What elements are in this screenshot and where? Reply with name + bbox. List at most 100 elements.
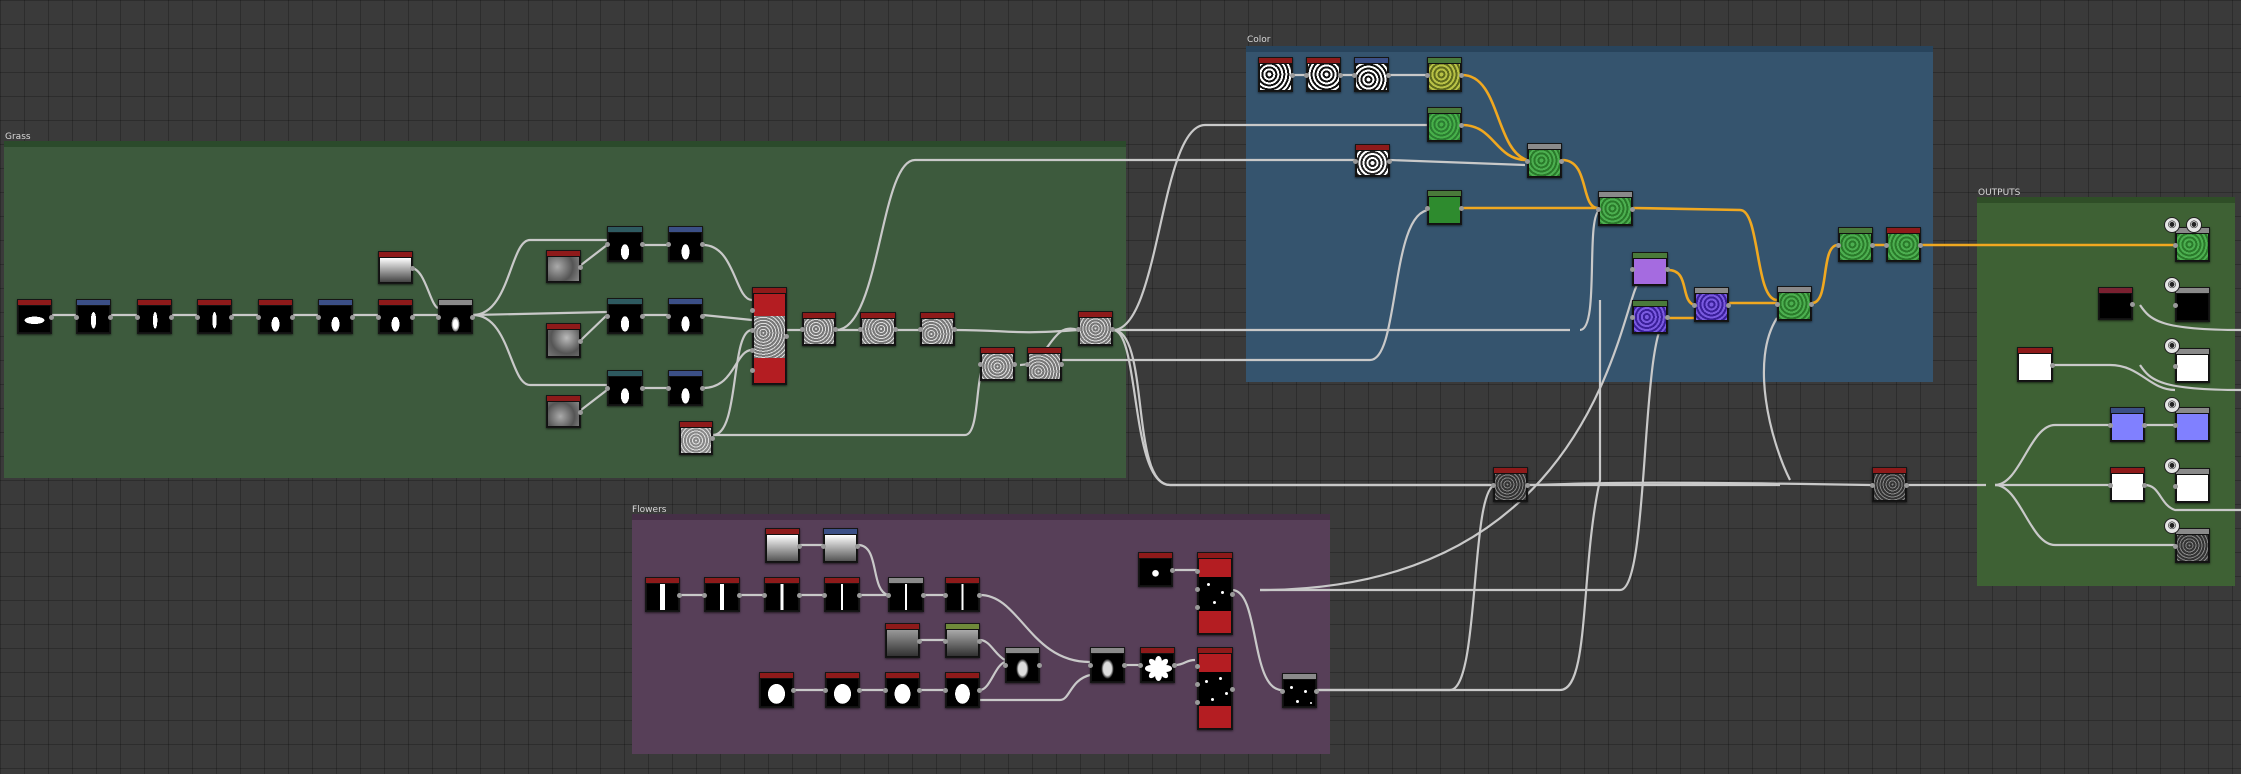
input-port[interactable] xyxy=(978,362,983,367)
node-shape-petal[interactable] xyxy=(883,672,922,708)
node-scatter[interactable] xyxy=(750,287,789,385)
input-port[interactable] xyxy=(886,592,891,598)
input-port[interactable] xyxy=(74,314,79,320)
output-port[interactable] xyxy=(1290,72,1295,78)
output-port[interactable] xyxy=(1387,158,1392,164)
wire-selected[interactable] xyxy=(1561,158,1599,210)
node-noise-texture[interactable] xyxy=(978,347,1017,381)
node-warp-tint[interactable] xyxy=(605,226,645,262)
node-blend-petal[interactable] xyxy=(1003,647,1042,683)
node-noise[interactable] xyxy=(546,250,583,283)
input-port[interactable] xyxy=(1425,205,1430,211)
output-port[interactable] xyxy=(700,314,705,319)
output-port[interactable] xyxy=(578,409,583,415)
output-normal-node[interactable] xyxy=(2173,407,2210,442)
output-icon[interactable]: ◉ xyxy=(2164,217,2180,233)
node-noise-dark[interactable] xyxy=(1870,467,1909,502)
output-port[interactable] xyxy=(857,688,862,693)
output-port[interactable] xyxy=(1525,482,1530,488)
wire[interactable] xyxy=(1260,316,1669,592)
node-color-yellow[interactable] xyxy=(1425,57,1464,92)
node-color-white[interactable] xyxy=(2017,347,2055,382)
input-port[interactable] xyxy=(436,314,441,320)
input-port[interactable] xyxy=(750,308,755,313)
node-levels-petal[interactable] xyxy=(1088,647,1127,683)
output-port[interactable] xyxy=(578,264,583,270)
wire[interactable] xyxy=(2144,483,2241,512)
output-port[interactable] xyxy=(1122,663,1127,668)
output-port[interactable] xyxy=(290,314,295,320)
output-port[interactable] xyxy=(791,688,796,693)
input-port[interactable] xyxy=(943,688,948,693)
node-scatter-flowers[interactable] xyxy=(1195,647,1235,730)
node-gradient-tinted[interactable] xyxy=(943,623,982,658)
output-port[interactable] xyxy=(857,592,862,598)
output-port[interactable] xyxy=(640,386,645,391)
output-port[interactable] xyxy=(952,327,957,332)
node-gradient[interactable] xyxy=(378,251,415,284)
output-port[interactable] xyxy=(1037,663,1042,668)
output-port[interactable] xyxy=(737,592,742,598)
output-port[interactable] xyxy=(1170,567,1175,573)
wire[interactable] xyxy=(835,158,1355,332)
node-sharpen-green[interactable] xyxy=(1884,227,1923,262)
input-port[interactable] xyxy=(1352,72,1357,78)
output-port[interactable] xyxy=(1559,158,1564,164)
node-color-black[interactable] xyxy=(2098,287,2135,320)
input-port[interactable] xyxy=(858,327,863,332)
input-port[interactable] xyxy=(883,688,888,693)
input-port[interactable] xyxy=(1692,302,1697,308)
output-port[interactable] xyxy=(855,543,860,549)
output-port[interactable] xyxy=(2130,301,2135,307)
input-port[interactable] xyxy=(1884,242,1889,248)
input-port[interactable] xyxy=(666,242,671,247)
wire[interactable] xyxy=(702,243,753,302)
output-port[interactable] xyxy=(977,638,982,644)
input-port[interactable] xyxy=(821,543,826,549)
wire[interactable] xyxy=(1317,483,1496,692)
wire[interactable] xyxy=(472,310,608,317)
node-transform[interactable] xyxy=(74,299,113,334)
output-port[interactable] xyxy=(1870,242,1875,248)
wire[interactable] xyxy=(712,328,753,437)
node-warp-tint[interactable] xyxy=(605,370,645,406)
input-port[interactable] xyxy=(2173,363,2178,369)
output-port[interactable] xyxy=(1904,482,1909,488)
node-blend-green[interactable] xyxy=(1775,286,1814,321)
frame-flowers-bar[interactable] xyxy=(632,514,1330,520)
output-port[interactable] xyxy=(677,592,682,598)
output-port[interactable] xyxy=(578,338,583,344)
output-port[interactable] xyxy=(1918,242,1923,248)
wire[interactable] xyxy=(1231,588,1283,692)
output-port[interactable] xyxy=(1230,591,1235,597)
input-port[interactable] xyxy=(823,688,828,693)
output-port[interactable] xyxy=(700,386,705,391)
input-port[interactable] xyxy=(1195,605,1200,610)
node-scatter-flowers[interactable] xyxy=(1195,552,1235,635)
wire[interactable] xyxy=(580,244,608,411)
node-mask[interactable] xyxy=(1258,57,1295,92)
node-noise-texture[interactable] xyxy=(800,312,838,346)
input-port[interactable] xyxy=(376,314,381,320)
node-blend-indigo[interactable] xyxy=(1692,287,1731,322)
input-port[interactable] xyxy=(1025,362,1030,367)
node-gradient[interactable] xyxy=(765,528,802,563)
node-shape-petal[interactable] xyxy=(823,672,862,708)
output-port[interactable] xyxy=(700,242,705,247)
node-noise-texture[interactable] xyxy=(858,312,898,346)
output-port[interactable] xyxy=(1726,302,1731,308)
input-port[interactable] xyxy=(316,314,321,320)
output-icon[interactable]: ◉ xyxy=(2164,338,2180,354)
wire[interactable] xyxy=(980,673,1091,702)
wire-selected[interactable] xyxy=(1667,268,1695,307)
input-port[interactable] xyxy=(1425,72,1430,78)
input-port[interactable] xyxy=(943,638,948,644)
node-transform[interactable] xyxy=(762,577,802,612)
node-transform[interactable] xyxy=(666,370,705,406)
wire[interactable] xyxy=(410,266,439,310)
input-port[interactable] xyxy=(1088,663,1093,668)
node-transform-gradient[interactable] xyxy=(821,528,860,563)
node-shape-petal[interactable] xyxy=(943,672,982,708)
output-roughness-node[interactable] xyxy=(2173,348,2210,383)
output-port[interactable] xyxy=(1386,72,1391,78)
